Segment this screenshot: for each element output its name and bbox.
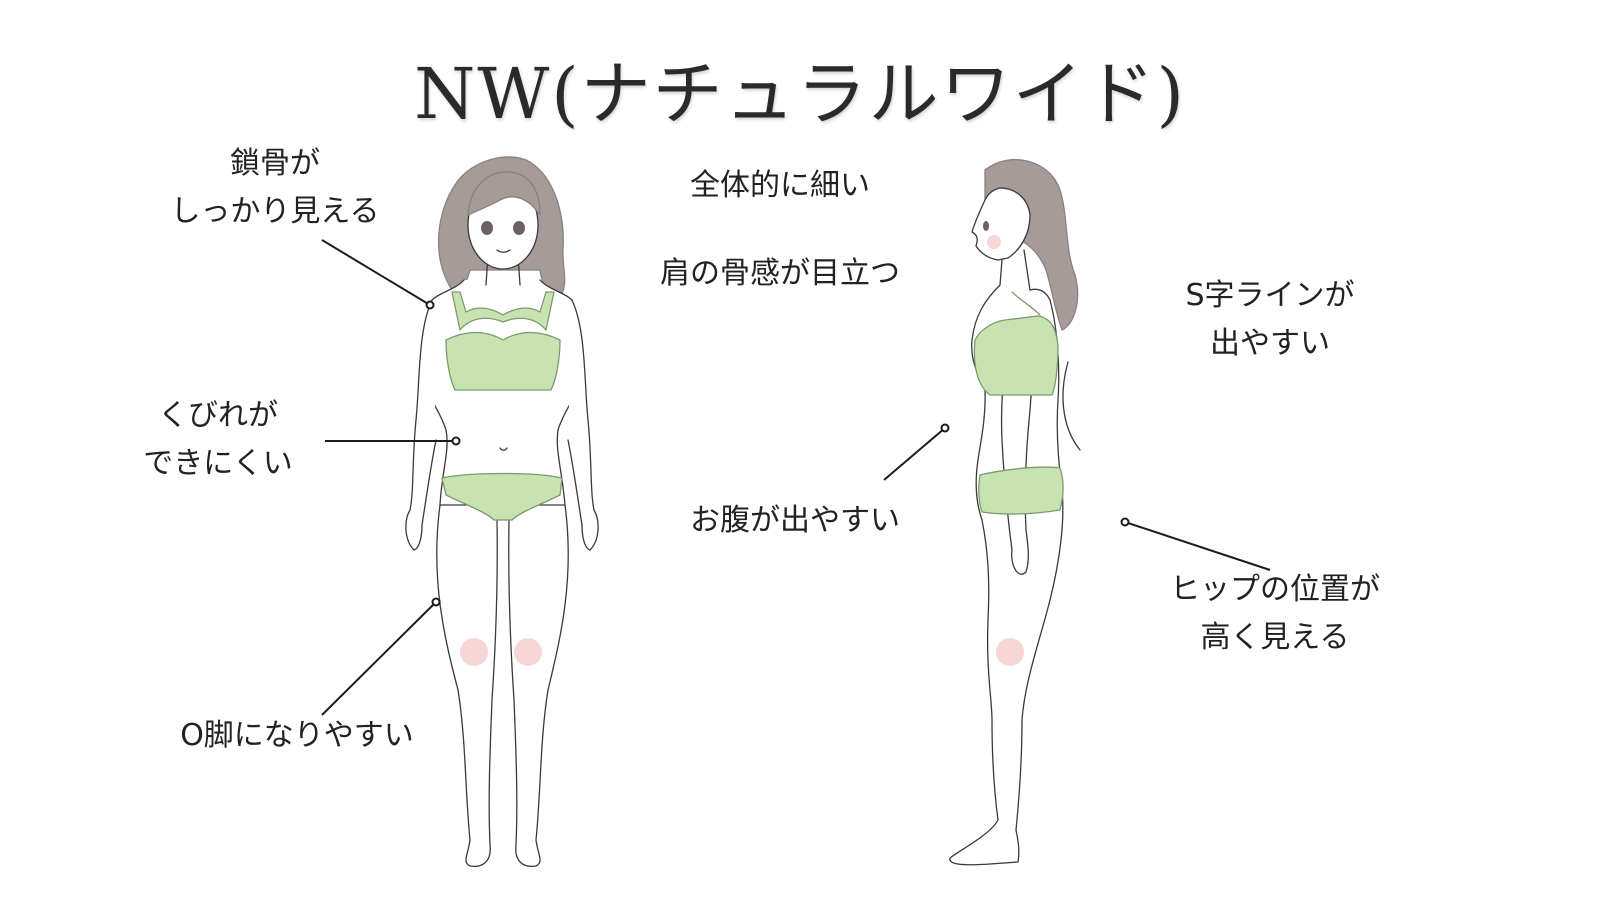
- front-right-leg: [508, 504, 569, 868]
- page-title: NW(ナチュラルワイド): [414, 53, 1186, 135]
- side-cheek-blush: [987, 235, 1001, 249]
- front-right-arm: [567, 299, 599, 551]
- leader-waist-dot: [451, 436, 461, 446]
- side-neck: [999, 249, 1031, 291]
- leader-hip-dot: [1120, 517, 1130, 527]
- side-face: [971, 187, 1031, 261]
- leader-clavicle-dot: [425, 300, 435, 310]
- front-right-knee-blush: [514, 638, 542, 666]
- side-knee-blush: [996, 638, 1024, 666]
- side-s-curve-line: [1062, 361, 1081, 451]
- front-bra: [445, 291, 561, 391]
- side-figure: [949, 158, 1081, 866]
- front-navel: [499, 447, 508, 451]
- label-s-line: S字ラインが 出やすい: [1185, 278, 1355, 361]
- label-belly: お腹が出やすい: [690, 503, 900, 538]
- front-right-eye: [513, 221, 525, 235]
- side-bra: [973, 315, 1059, 396]
- front-left-arm: [405, 299, 437, 551]
- leader-belly: [883, 427, 946, 481]
- front-left-knee-blush: [460, 638, 488, 666]
- leader-clavicle: [321, 239, 431, 306]
- label-overall: 全体的に細い: [690, 168, 870, 203]
- front-left-eye: [481, 221, 493, 235]
- front-bangs: [467, 171, 541, 216]
- label-clavicle: 鎖骨が しっかり見える: [170, 146, 380, 229]
- label-legs: O脚になりやすい: [180, 718, 414, 753]
- label-waist: くびれが できにくい: [143, 398, 293, 481]
- leader-lines: [321, 239, 1271, 716]
- leader-hip: [1124, 521, 1271, 571]
- label-hip: ヒップの位置が 高く見える: [1170, 572, 1380, 655]
- front-figure: [405, 156, 599, 868]
- front-mouth: [496, 249, 511, 253]
- label-shoulder: 肩の骨感が目立つ: [660, 256, 900, 291]
- front-left-leg: [436, 504, 498, 868]
- leader-legs: [321, 601, 437, 716]
- leader-legs-dot: [431, 597, 441, 607]
- front-panties: [441, 472, 563, 521]
- side-body: [949, 284, 1064, 866]
- side-eye: [983, 221, 989, 231]
- side-panties: [978, 466, 1064, 515]
- side-bra-strap: [1011, 291, 1041, 316]
- leader-belly-dot: [940, 423, 950, 433]
